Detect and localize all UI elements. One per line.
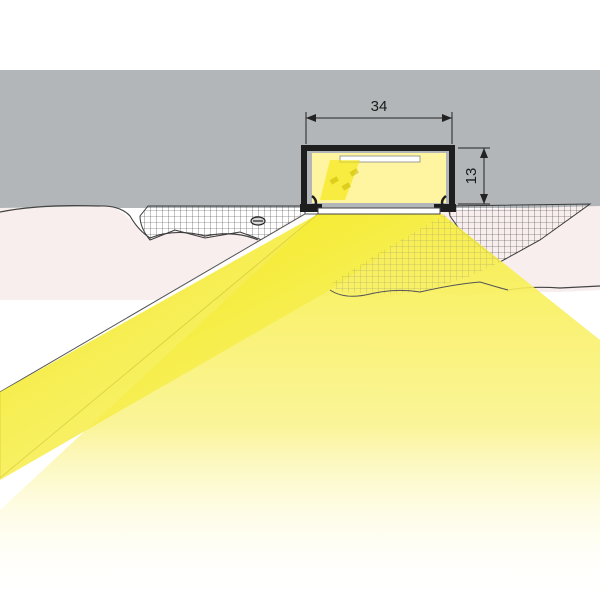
height-dimension-label: 13 — [463, 168, 480, 185]
diffuser — [317, 207, 441, 215]
led-strip — [339, 155, 421, 163]
width-dimension-label: 34 — [371, 98, 388, 115]
ceiling-slab — [0, 70, 600, 208]
light-beam-ray — [0, 214, 442, 480]
right-mesh-under-light — [330, 214, 500, 294]
height-dimension: 13 — [458, 147, 490, 205]
light-beam-cone — [0, 214, 600, 600]
lower-torn-edge — [329, 281, 509, 297]
width-dimension: 34 — [305, 98, 453, 144]
led-aluminium-profile — [300, 145, 456, 215]
screw — [250, 216, 266, 226]
